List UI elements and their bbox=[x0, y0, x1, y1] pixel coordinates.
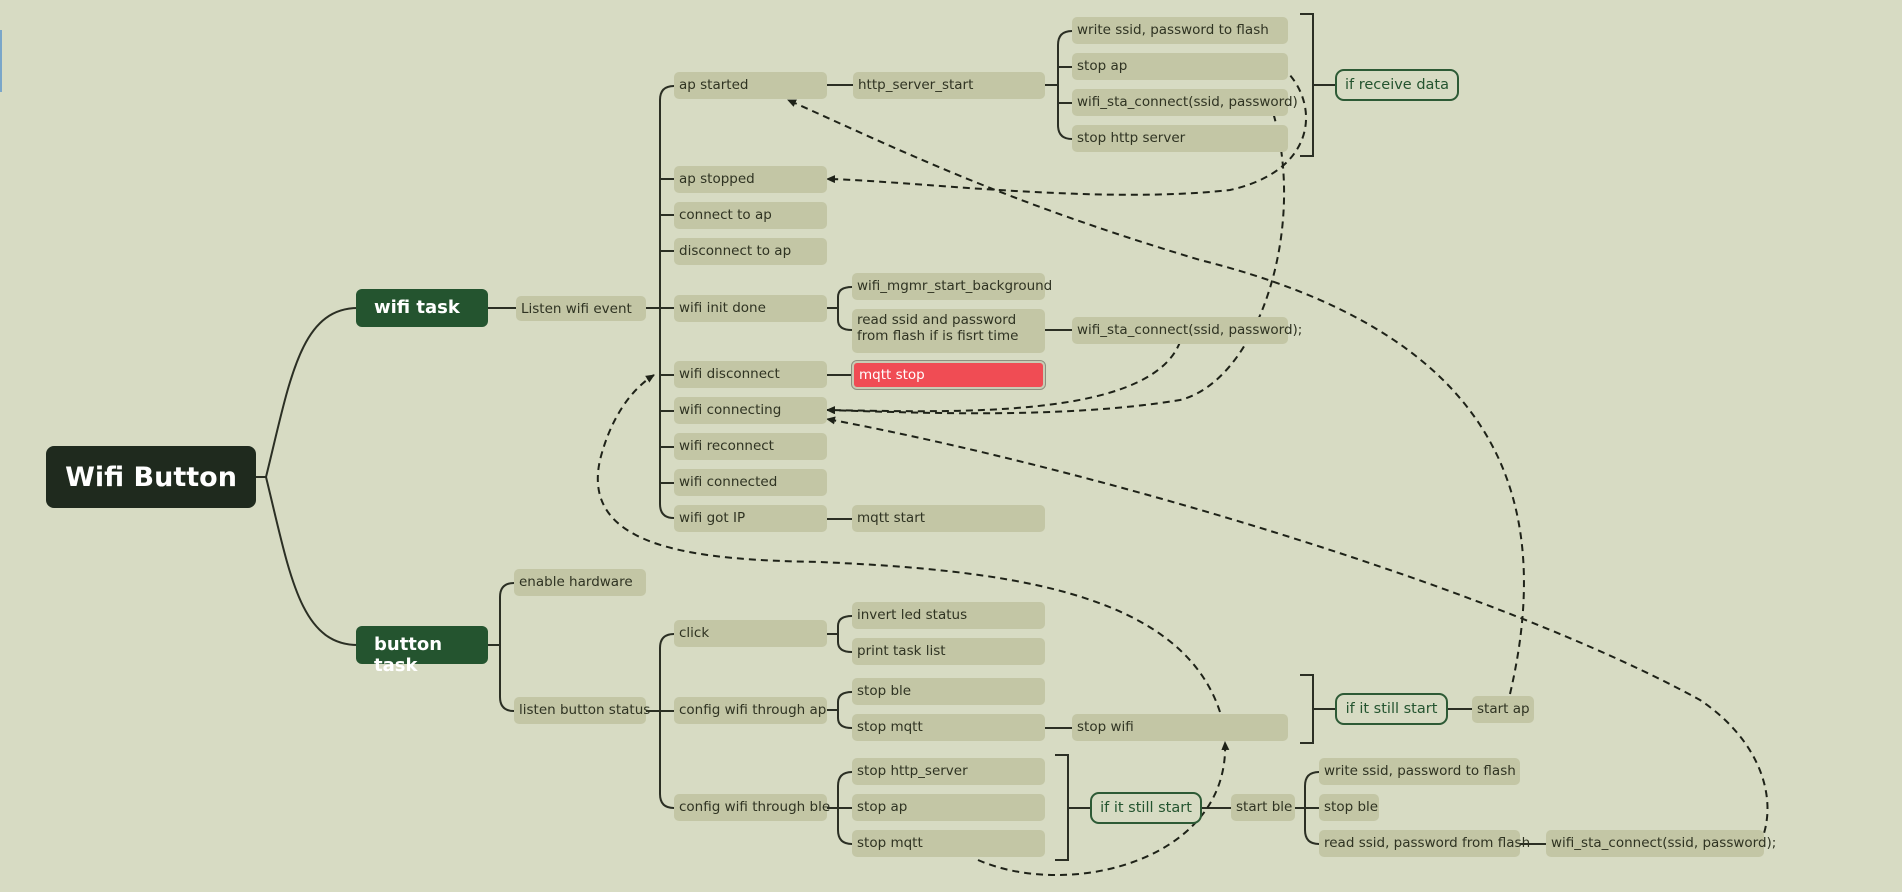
stop-ap-node[interactable]: stop ap bbox=[1072, 53, 1288, 80]
write-flash-node[interactable]: write ssid, password to flash bbox=[1072, 17, 1288, 44]
invert-led-node[interactable]: invert led status bbox=[852, 602, 1045, 629]
edge-root-button bbox=[256, 476, 359, 646]
ap-started-node[interactable]: ap started bbox=[674, 72, 827, 99]
listen-button-status-node[interactable]: listen button status bbox=[514, 697, 650, 724]
if-still-start-ap-summary[interactable]: if it still start bbox=[1335, 693, 1448, 725]
stop-mqtt-ble-node[interactable]: stop mqtt bbox=[852, 830, 1045, 857]
button-task-topic[interactable]: button task bbox=[356, 626, 488, 676]
relation-stop-wifi-to-wifi-disconnect bbox=[596, 374, 1221, 713]
config-wifi-ble-node[interactable]: config wifi through ble bbox=[674, 794, 830, 821]
relation-stop-mqtt-to-stop-wifi bbox=[977, 741, 1230, 877]
ble-stop-ble-node[interactable]: stop ble bbox=[1319, 794, 1379, 821]
ble-read-flash-node[interactable]: read ssid, password from flash bbox=[1319, 830, 1530, 857]
config-wifi-ap-node[interactable]: config wifi through ap bbox=[674, 697, 827, 724]
wifi-init-done-node[interactable]: wifi init done bbox=[674, 295, 827, 322]
relation-init-connect-to-connecting bbox=[826, 341, 1181, 415]
stop-http-server-node[interactable]: stop http server bbox=[1072, 125, 1288, 152]
ble-write-flash-node[interactable]: write ssid, password to flash bbox=[1319, 758, 1520, 785]
relation-ble-connect-to-connecting bbox=[826, 416, 1769, 845]
relation-sta-connect-to-connecting bbox=[826, 102, 1286, 415]
relation-start-ap-to-ap-started bbox=[787, 99, 1525, 695]
listen-wifi-event-node[interactable]: Listen wifi event bbox=[516, 296, 646, 321]
read-flash-first-time-node[interactable]: read ssid and password from flash if is … bbox=[852, 309, 1045, 353]
print-task-list-node[interactable]: print task list bbox=[852, 638, 1045, 665]
mqtt-start-node[interactable]: mqtt start bbox=[852, 505, 1045, 532]
enable-hardware-node[interactable]: enable hardware bbox=[514, 569, 646, 596]
window-edge-marker bbox=[0, 30, 2, 92]
start-ble-node[interactable]: start ble bbox=[1231, 794, 1295, 821]
connect-to-ap-node[interactable]: connect to ap bbox=[674, 202, 827, 229]
ble-sta-connect-node[interactable]: wifi_sta_connect(ssid, password); bbox=[1546, 830, 1776, 857]
wifi-got-ip-node[interactable]: wifi got IP bbox=[674, 505, 827, 532]
ap-stopped-node[interactable]: ap stopped bbox=[674, 166, 827, 193]
sta-connect-node[interactable]: wifi_sta_connect(ssid, password) bbox=[1072, 89, 1298, 116]
wifi-reconnect-node[interactable]: wifi reconnect bbox=[674, 433, 827, 460]
stop-http-server-ble-node[interactable]: stop http_server bbox=[852, 758, 1045, 785]
edge-root-wifi bbox=[256, 307, 359, 478]
start-ap-node[interactable]: start ap bbox=[1472, 696, 1534, 723]
click-node[interactable]: click bbox=[674, 620, 827, 647]
init-sta-connect-node[interactable]: wifi_sta_connect(ssid, password); bbox=[1072, 317, 1302, 344]
wifi-task-topic[interactable]: wifi task bbox=[356, 289, 488, 327]
http-server-start-node[interactable]: http_server_start bbox=[853, 72, 1045, 99]
if-still-start-ble-summary[interactable]: if it still start bbox=[1090, 792, 1202, 824]
root-topic[interactable]: Wifi Button bbox=[46, 446, 256, 508]
wifi-disconnect-node[interactable]: wifi disconnect bbox=[674, 361, 827, 388]
mqtt-stop-alert[interactable]: mqtt stop bbox=[851, 360, 1046, 390]
if-receive-data-summary[interactable]: if receive data bbox=[1335, 69, 1459, 101]
stop-ble-node[interactable]: stop ble bbox=[852, 678, 1045, 705]
wifi-connecting-node[interactable]: wifi connecting bbox=[674, 397, 827, 424]
wifi-connected-node[interactable]: wifi connected bbox=[674, 469, 827, 496]
stop-wifi-node[interactable]: stop wifi bbox=[1072, 714, 1288, 741]
relation-stop-ap-to-ap-stopped bbox=[826, 66, 1308, 196]
start-background-node[interactable]: wifi_mgmr_start_background bbox=[852, 273, 1052, 300]
disconnect-to-ap-node[interactable]: disconnect to ap bbox=[674, 238, 827, 265]
stop-mqtt-ap-node[interactable]: stop mqtt bbox=[852, 714, 1045, 741]
stop-ap-ble-node[interactable]: stop ap bbox=[852, 794, 1045, 821]
